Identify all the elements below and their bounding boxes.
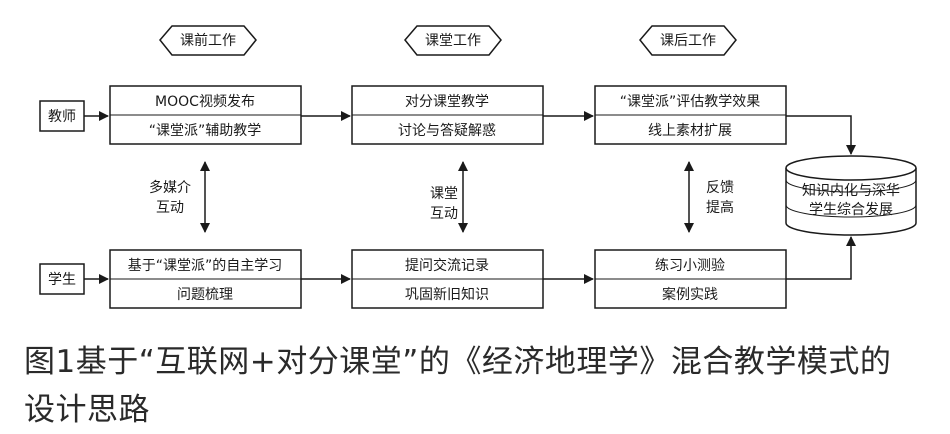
arrow-student-to-outcome — [786, 236, 856, 280]
student-box-post-line2: 案例实践 — [662, 286, 718, 303]
actor-teacher-label: 教师 — [48, 109, 76, 125]
arrow-teacher-to-outcome — [786, 115, 856, 155]
teacher-box-pre-line1: MOOC视频发布 — [155, 94, 255, 110]
student-box-in-line2: 巩固新旧知识 — [405, 286, 489, 303]
phase-in-class: 课堂工作 — [404, 25, 502, 56]
teacher-box-post-line1: “课堂派”评估教学效果 — [620, 94, 761, 110]
phase-post-class: 课后工作 — [639, 25, 737, 56]
interaction-label-in-line1: 课堂 — [430, 186, 458, 202]
student-box-pre: 基于“课堂派”的自主学习 问题梳理 — [109, 249, 302, 309]
phase-pre-class: 课前工作 — [159, 25, 257, 56]
actor-teacher: 教师 — [39, 100, 85, 132]
teacher-box-post: “课堂派”评估教学效果 线上素材扩展 — [594, 85, 787, 145]
outcome-line1: 知识内化与深华 — [802, 182, 900, 199]
student-box-in: 提问交流记录 巩固新旧知识 — [351, 249, 544, 309]
student-box-pre-line2: 问题梳理 — [177, 287, 233, 303]
figure-caption-line2: 设计思路 — [24, 392, 150, 428]
student-box-pre-line1: 基于“课堂派”的自主学习 — [128, 257, 283, 274]
teacher-box-in: 对分课堂教学 讨论与答疑解惑 — [351, 85, 544, 145]
phase-in-class-label: 课堂工作 — [425, 33, 481, 49]
teacher-box-in-line1: 对分课堂教学 — [405, 94, 489, 110]
interaction-label-pre-line2: 互动 — [156, 200, 184, 216]
phase-post-class-label: 课后工作 — [660, 33, 716, 49]
student-box-post-line1: 练习小测验 — [655, 258, 725, 274]
teacher-box-post-line2: 线上素材扩展 — [648, 123, 732, 139]
interaction-label-in-line2: 互动 — [430, 206, 458, 222]
interaction-label-post-line2: 提高 — [706, 199, 734, 216]
interaction-label-pre-line1: 多媒介 — [149, 179, 191, 196]
phase-pre-class-label: 课前工作 — [180, 32, 236, 49]
flow-diagram: 课前工作 课堂工作 课后工作 教师 学生 MOOC视频发布 “课堂派”辅助教学 … — [39, 25, 917, 309]
outcome-cylinder: 知识内化与深华 学生综合发展 — [785, 155, 917, 236]
student-box-post: 练习小测验 案例实践 — [594, 249, 787, 309]
student-box-in-line1: 提问交流记录 — [405, 257, 489, 274]
outcome-line2: 学生综合发展 — [809, 202, 893, 218]
actor-student: 学生 — [39, 263, 85, 295]
figure-caption: 图1基于“互联网+对分课堂”的《经济地理学》混合教学模式的 设计思路 — [24, 338, 934, 434]
actor-student-label: 学生 — [48, 272, 76, 288]
teacher-box-pre: MOOC视频发布 “课堂派”辅助教学 — [109, 85, 302, 145]
teacher-box-pre-line2: “课堂派”辅助教学 — [149, 123, 262, 139]
figure-caption-line1: 图1基于“互联网+对分课堂”的《经济地理学》混合教学模式的 — [24, 344, 892, 380]
teacher-box-in-line2: 讨论与答疑解惑 — [398, 122, 496, 139]
interaction-label-post-line1: 反馈 — [706, 180, 734, 196]
